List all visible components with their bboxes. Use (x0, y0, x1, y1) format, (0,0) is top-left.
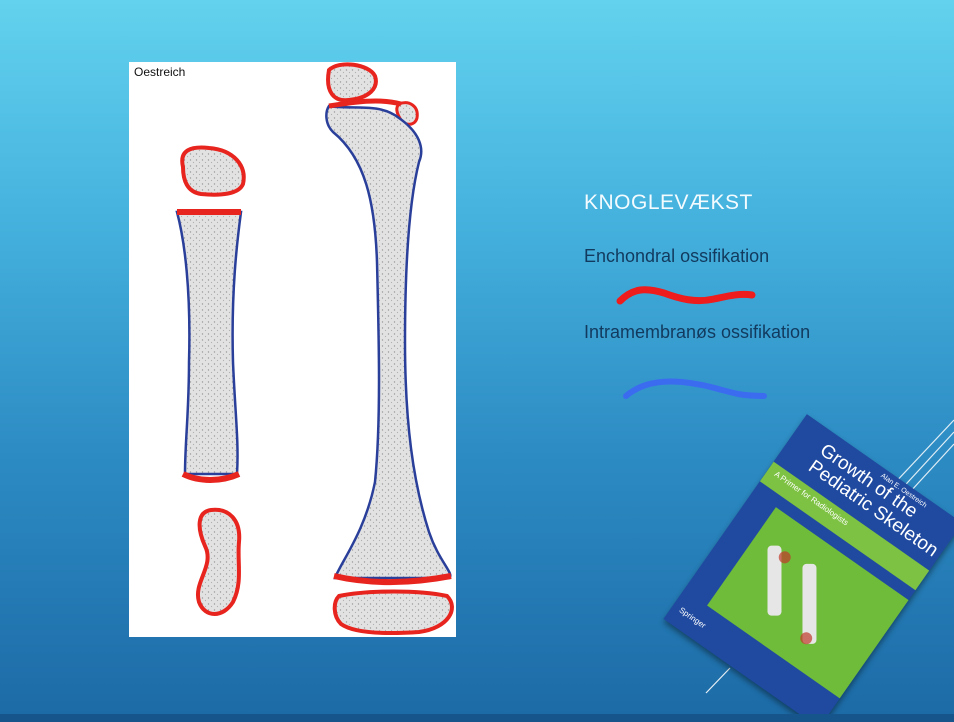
epiphysis-top-left (182, 148, 243, 195)
growth-plate-right-top (329, 101, 401, 106)
epiphysis-bottom-left (198, 510, 239, 614)
epiphysis-top-right (328, 64, 376, 100)
book-cover-image: Alan E. Oestreich Growth of the Pediatri… (668, 424, 954, 722)
item-intramembranous: Intramembranøs ossifikation (584, 322, 810, 343)
figure-credit: Oestreich (134, 65, 185, 79)
slide-title: KNOGLEVÆKST (584, 191, 753, 215)
book-cover: Alan E. Oestreich Growth of the Pediatri… (663, 414, 954, 722)
epiphysis-bottom-right (335, 592, 452, 634)
bone-illustration: Oestreich (129, 62, 456, 637)
book-publisher: Springer (677, 605, 707, 630)
red-stroke-swatch (614, 285, 756, 309)
blue-stroke-swatch (620, 376, 768, 402)
diaphysis-right (326, 106, 450, 578)
item-enchondral: Enchondral ossifikation (584, 246, 769, 267)
diaphysis-left (177, 212, 241, 474)
bone-drawing (129, 62, 456, 637)
